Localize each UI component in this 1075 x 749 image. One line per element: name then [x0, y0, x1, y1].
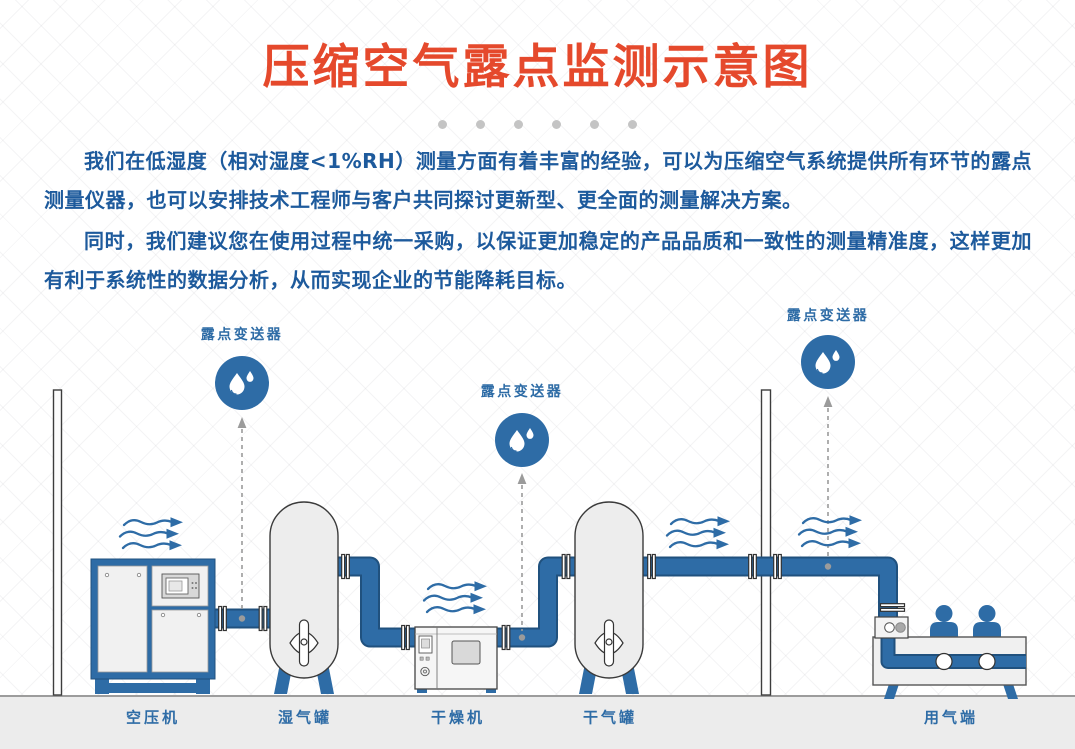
person-icon — [973, 605, 1001, 641]
flow-arrows-dryer — [422, 580, 489, 616]
intro-paragraph-2: 同时，我们建议您在使用过程中统一采购，以保证更加稳定的产品品质和一致性的测量精准… — [44, 229, 1032, 292]
regulator-box — [874, 616, 909, 639]
intro-paragraph-1: 我们在低湿度（相对湿度<1%RH）测量方面有着丰富的经验，可以为压缩空气系统提供… — [44, 149, 1032, 212]
dryer-window — [451, 640, 481, 665]
measurement-line-3 — [823, 396, 833, 570]
separator-dots — [0, 120, 1075, 129]
dryer-gauge — [420, 666, 430, 677]
dew-point-transmitter-3-icon — [800, 334, 856, 390]
usage-end — [872, 605, 1027, 699]
pipe-wet-tank-to-dryer — [334, 556, 418, 648]
label-dry-tank: 干气罐 — [582, 708, 638, 727]
label-usage-end: 用气端 — [923, 708, 979, 727]
dot — [476, 120, 485, 129]
right-pole — [760, 389, 772, 696]
transmitter-label-3: 露点变送器 — [786, 308, 870, 324]
dew-point-transmitter-1-icon — [214, 355, 270, 411]
label-wet-tank: 湿气罐 — [277, 708, 333, 727]
flow-arrows-compressor — [118, 516, 185, 552]
ground — [0, 695, 1075, 749]
label-dryer: 干燥机 — [430, 708, 486, 727]
flow-arrows-usage — [797, 514, 864, 550]
dry-tank — [575, 502, 643, 694]
dew-point-transmitter-2-icon — [494, 412, 550, 468]
person-icon — [930, 605, 958, 641]
transmitter-label-1: 露点变送器 — [200, 327, 284, 343]
page-title: 压缩空气露点监测示意图 — [262, 40, 813, 95]
measurement-line-2 — [517, 473, 527, 641]
dot — [514, 120, 523, 129]
air-outlet — [978, 652, 996, 671]
wet-tank — [270, 502, 338, 694]
dot — [438, 120, 447, 129]
control-panel — [161, 573, 200, 599]
dot — [590, 120, 599, 129]
dot — [628, 120, 637, 129]
measurement-line-1 — [237, 417, 247, 622]
label-air-compressor: 空压机 — [125, 708, 181, 727]
air-compressor — [90, 558, 216, 694]
transmitter-label-2: 露点变送器 — [480, 384, 564, 400]
dryer — [414, 626, 498, 693]
flow-arrows-dry-tank — [665, 515, 732, 551]
dot — [552, 120, 561, 129]
left-pole — [52, 389, 63, 696]
air-outlet — [935, 652, 953, 671]
